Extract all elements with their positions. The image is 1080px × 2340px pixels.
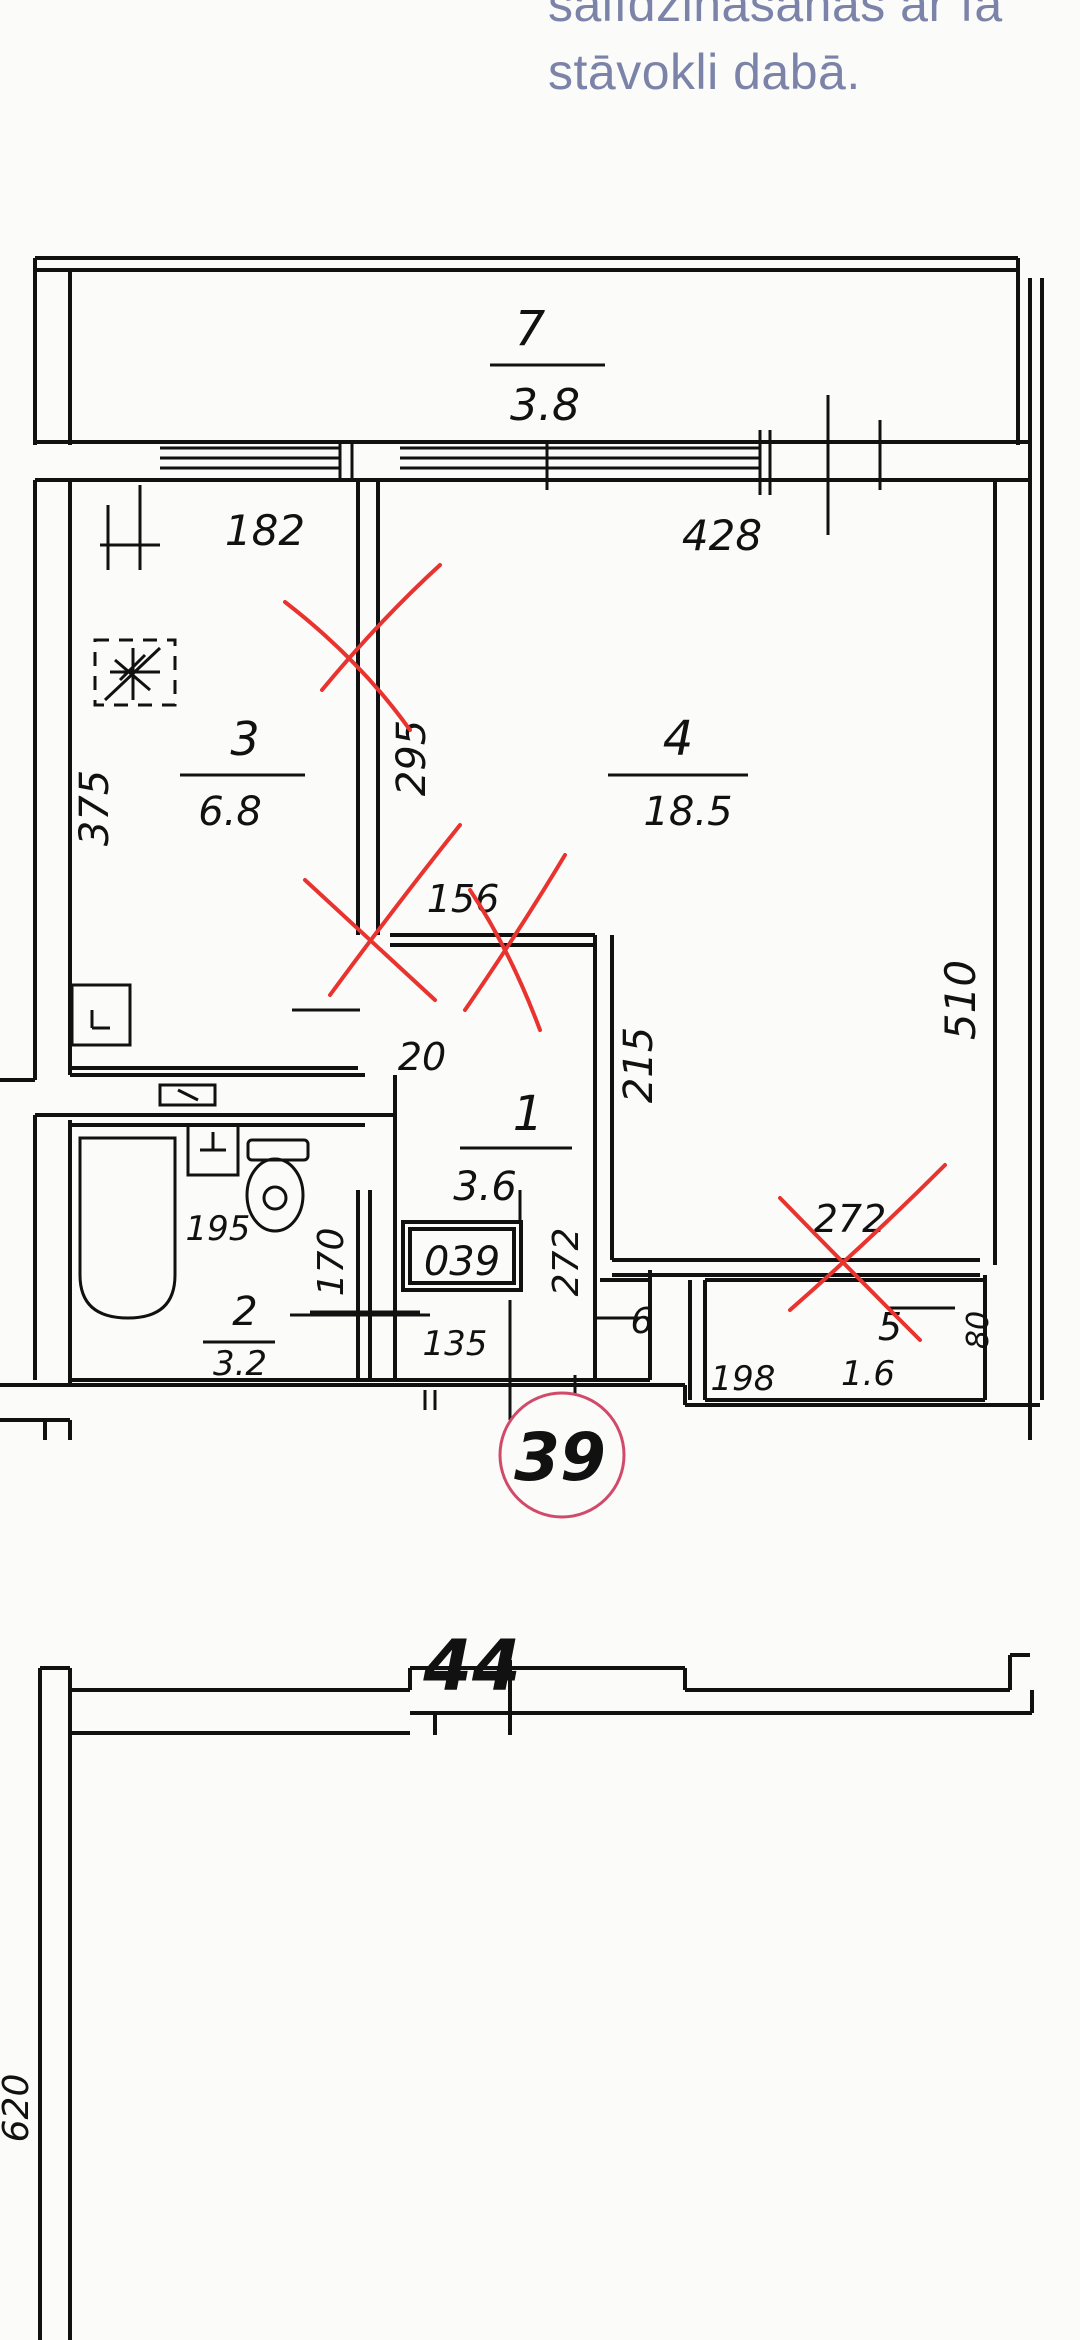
dim-closet-width: 198 xyxy=(711,1359,776,1399)
dim-partition: 295 xyxy=(389,720,435,796)
dim-bath-height: 170 xyxy=(311,1228,352,1297)
room-7-label: 7 3.8 xyxy=(510,301,580,431)
apartment-number-stamp: 39 xyxy=(498,1391,626,1519)
room-7-area: 3.8 xyxy=(510,380,580,431)
dimension-labels: 182 428 375 295 156 20 215 510 272 195 1… xyxy=(72,506,996,1399)
room-4-area: 18.5 xyxy=(643,789,732,835)
dim-hall-left: 20 xyxy=(398,1035,446,1079)
interior-walls xyxy=(70,480,997,1402)
next-apartment-number: 44 xyxy=(422,1625,520,1707)
door-marks xyxy=(290,1190,522,1317)
room-3-label: 3 6.8 xyxy=(198,712,262,835)
cross-mark-lower-partition-right xyxy=(463,853,567,1032)
room-7-number: 7 xyxy=(515,301,546,357)
toilet-icon xyxy=(245,1138,310,1233)
dim-balcony-left: 182 xyxy=(225,506,305,555)
room-2-label: 2 3.2 xyxy=(213,1289,267,1384)
outer-walls xyxy=(0,256,1044,1440)
dim-closet-depth: 80 xyxy=(961,1311,996,1349)
demolition-crosses xyxy=(283,563,947,1342)
bathtub-icon xyxy=(78,1136,177,1320)
dim-bath-bottom: 135 xyxy=(423,1324,488,1364)
stamp-note-line-1: salīdzināšanas ar fa xyxy=(548,0,1003,32)
dim-hall-top: 156 xyxy=(427,877,500,921)
room-1-area: 3.6 xyxy=(453,1164,517,1210)
next-apartment-walls xyxy=(38,1653,1034,2340)
apartment-number: 39 xyxy=(514,1419,606,1496)
room-4-number: 4 xyxy=(663,711,694,767)
room-5-label: 5 1.6 xyxy=(841,1305,902,1394)
vent-shaft xyxy=(401,1220,523,1292)
dim-room4-top: 428 xyxy=(682,511,762,560)
room-1-label: 1 3.6 xyxy=(453,1086,543,1210)
dim-side: 620 xyxy=(0,2074,37,2143)
dim-bath-top: 195 xyxy=(186,1209,251,1249)
dim-niche: 6 xyxy=(631,1301,654,1342)
dim-room4-right: 510 xyxy=(936,960,985,1040)
stamp-note-line-2: stāvokli dabā. xyxy=(548,44,861,100)
stove-icon xyxy=(93,638,177,707)
room-5-area: 1.6 xyxy=(841,1354,895,1394)
room-4-label: 4 18.5 xyxy=(643,711,732,835)
dimension-ticks xyxy=(80,363,955,1420)
washbasin-icon xyxy=(158,1083,240,1177)
window-frames xyxy=(160,395,882,535)
room-3-number: 3 xyxy=(230,712,259,766)
cross-mark-upper-partition xyxy=(283,563,442,732)
room-2-area: 3.2 xyxy=(213,1344,267,1384)
room-3-area: 6.8 xyxy=(198,789,262,835)
vent-code-label: 039 xyxy=(424,1239,500,1285)
dim-hall-right: 215 xyxy=(616,1027,662,1103)
cross-mark-closet xyxy=(778,1163,947,1342)
cross-mark-lower-partition-left xyxy=(303,823,462,1002)
sink-icon xyxy=(70,983,132,1047)
stamp-note: salīdzināšanas ar fa stāvokli dabā. xyxy=(548,0,1003,106)
dim-room3-height: 375 xyxy=(72,770,118,846)
room-1-number: 1 xyxy=(513,1086,544,1142)
room-2-number: 2 xyxy=(232,1289,257,1335)
dim-closet-height: 272 xyxy=(546,1228,587,1297)
